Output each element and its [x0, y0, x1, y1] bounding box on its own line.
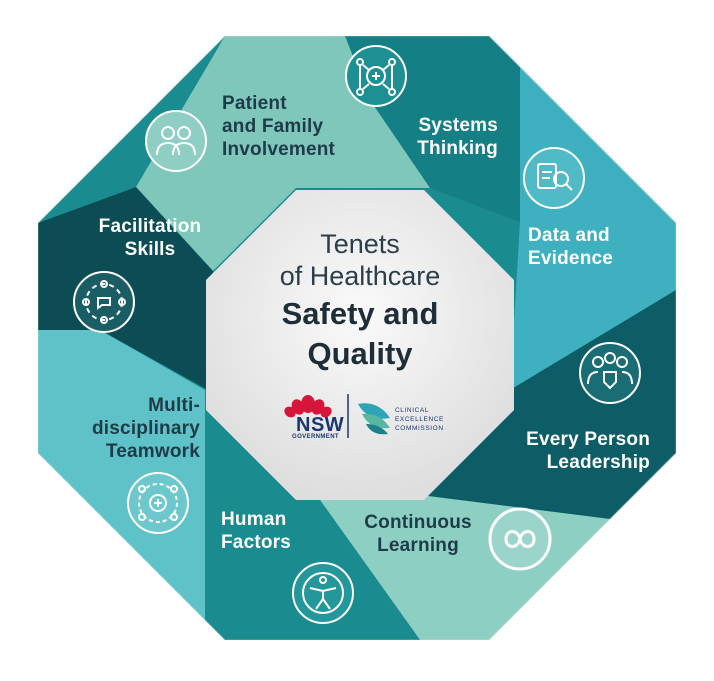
network-icon — [345, 45, 407, 107]
human-figure-icon — [292, 562, 354, 624]
label-human-factors: Human Factors — [221, 509, 292, 553]
label-every-person: Every Person Leadership — [526, 429, 650, 473]
nsw-waratah-logo — [284, 395, 332, 418]
label-continuous-learning: Continuous Learning — [364, 512, 472, 556]
segment-human-factors — [205, 430, 420, 640]
center-panel — [206, 190, 514, 500]
label-data-evidence: Data and Evidence — [528, 225, 614, 269]
center-title-main: Safety and Quality — [281, 296, 439, 371]
nsw-wordmark: NSW — [296, 414, 345, 436]
label-multidisciplinary: Multi- disciplinary Teamwork — [92, 395, 200, 462]
family-icon — [145, 110, 207, 172]
data-magnifier-icon — [523, 147, 585, 209]
nsw-government-text: GOVERNMENT — [292, 434, 340, 440]
label-facilitation: Facilitation Skills — [98, 216, 202, 260]
cec-name: CLINICAL EXCELLENCE COMMISSION — [395, 407, 444, 432]
label-systems-thinking: Systems Thinking — [417, 115, 498, 159]
teamwork-icon — [127, 472, 189, 534]
segment-data-evidence — [489, 36, 676, 390]
infinity-loop-icon — [488, 507, 552, 571]
label-patient-family: Patient and Family Involvement — [222, 93, 336, 160]
facilitation-icon — [73, 271, 135, 333]
center-title-top: Tenets of Healthcare — [279, 229, 441, 291]
segment-multidisciplinary-upper — [38, 330, 205, 390]
leadership-group-icon — [579, 342, 641, 404]
segment-multidisciplinary — [38, 390, 205, 620]
cec-leaf-logo — [358, 403, 390, 435]
